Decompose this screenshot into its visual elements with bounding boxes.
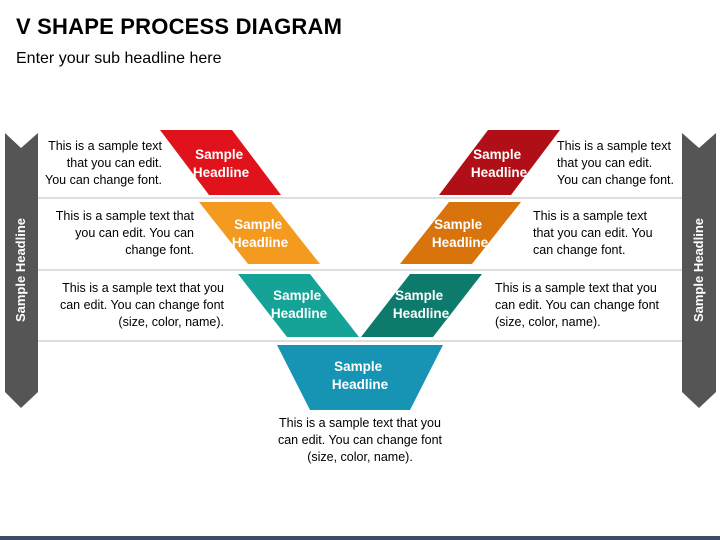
stage-left-2-label: Sample Headline	[232, 217, 289, 250]
stage-left-2-shape	[199, 202, 320, 264]
stage-left-1-label: Sample Headline	[193, 147, 250, 180]
left-down-arrow	[5, 133, 38, 408]
page-title: V SHAPE PROCESS DIAGRAM	[16, 14, 343, 39]
stage-right-2-shape	[400, 202, 521, 264]
page-subtitle: Enter your sub headline here	[16, 50, 222, 67]
stage-right-3-label: Sample Headline	[393, 288, 450, 321]
stage-bottom-shape	[277, 345, 443, 410]
stage-left-1-shape	[160, 130, 281, 195]
stage-right-2-label: Sample Headline	[432, 217, 489, 250]
right-down-arrow	[682, 133, 716, 408]
stage-right-1-label: Sample Headline	[471, 147, 528, 180]
footer-bar	[0, 536, 720, 540]
stage-left-3-label: Sample Headline	[271, 288, 328, 321]
stage-right-1-shape	[439, 130, 560, 195]
stage-bottom-label: Sample Headline	[332, 359, 389, 392]
stage-right-3-shape	[361, 274, 482, 337]
right-side-label: Sample Headline	[691, 217, 706, 323]
left-side-label: Sample Headline	[13, 217, 28, 323]
stage-left-3-shape	[238, 274, 359, 337]
